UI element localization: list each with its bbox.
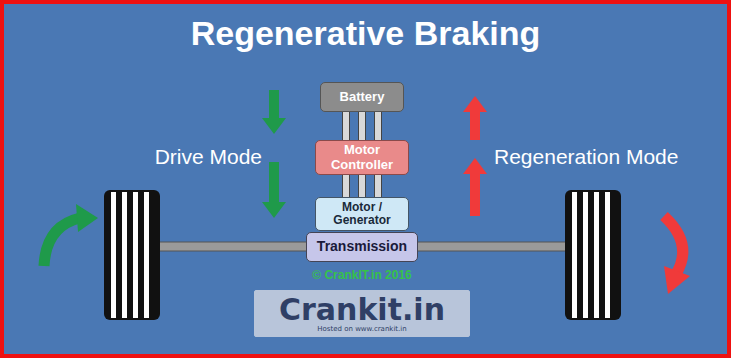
wire-bundle bbox=[346, 175, 378, 197]
component-box: Motor / Generator bbox=[315, 197, 409, 231]
regen-arrow bbox=[463, 96, 487, 216]
logo-subtext: Hosted on www.crankit.in bbox=[317, 326, 406, 334]
component-label: Battery bbox=[340, 90, 385, 104]
title: Regenerative Braking bbox=[4, 14, 727, 53]
mode-label: Drive Mode bbox=[155, 145, 262, 169]
drive-arrow bbox=[262, 90, 286, 218]
component-box: Battery bbox=[320, 82, 404, 112]
left-wheel bbox=[104, 190, 160, 320]
right-wheel bbox=[565, 190, 621, 320]
mode-label: Regeneration Mode bbox=[494, 145, 678, 169]
component-box: Motor Controller bbox=[315, 140, 409, 175]
rotation-arrow-regen bbox=[664, 216, 690, 294]
component-box: Transmission bbox=[306, 232, 418, 262]
copyright-text: © CrankIT.in 2016 bbox=[312, 268, 412, 282]
rotation-arrow-drive bbox=[44, 204, 98, 266]
wire-outline bbox=[346, 112, 378, 140]
component-label: Motor / Generator bbox=[322, 201, 402, 227]
component-label: Motor Controller bbox=[322, 143, 402, 172]
wire-outline bbox=[346, 175, 378, 197]
component-label: Crankit.in bbox=[279, 293, 445, 326]
component-label: Transmission bbox=[317, 239, 407, 254]
logo-box: Crankit.inHosted on www.crankit.in bbox=[254, 290, 470, 337]
wire-bundle bbox=[346, 112, 378, 140]
